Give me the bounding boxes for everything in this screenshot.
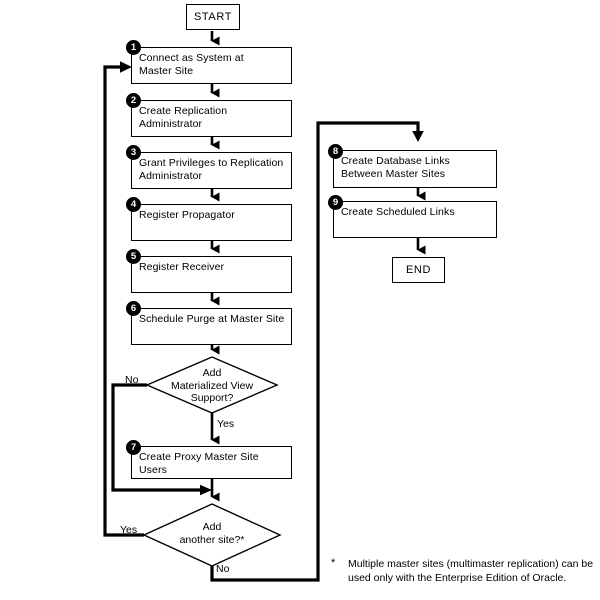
step-badge-8: 8: [328, 144, 343, 159]
process-box-6-label: Schedule Purge at Master Site: [139, 313, 285, 325]
process-box-3-label: Grant Privileges to Replication Administ…: [139, 157, 284, 182]
connector-group-vertical: [210, 31, 426, 502]
step-badge-4: 4: [126, 197, 141, 212]
process-box-5-label: Register Receiver: [139, 261, 225, 273]
connector-decision2-no-arrowhead: [412, 131, 424, 142]
connector-decision1-no-branch: [111, 383, 200, 492]
process-box-7: Create Proxy Master Site Users: [131, 446, 292, 479]
footnote-text: Multiple master sites (multimaster repli…: [348, 558, 594, 584]
process-box-4-label: Register Propagator: [139, 209, 235, 221]
terminator-start-label: START: [193, 11, 233, 23]
process-box-3: Grant Privileges to Replication Administ…: [131, 152, 292, 189]
process-box-9-label: Create Scheduled Links: [341, 206, 455, 218]
step-badge-5: 5: [126, 249, 141, 264]
edge-label-decision1-no: No: [125, 374, 139, 386]
decision-2-label: Add another site?*: [179, 521, 245, 546]
step-badge-2: 2: [126, 93, 141, 108]
process-box-6: Schedule Purge at Master Site: [131, 308, 292, 345]
process-box-2: Create Replication Administrator: [131, 100, 292, 137]
step-badge-9: 9: [328, 195, 343, 210]
connector-decision2-no-to-8: [210, 121, 420, 582]
step-badge-3: 3: [126, 145, 141, 160]
step-badge-7: 7: [126, 440, 141, 455]
process-box-5: Register Receiver: [131, 256, 292, 293]
process-box-4: Register Propagator: [131, 204, 292, 241]
terminator-end: END: [392, 257, 445, 283]
process-box-9: Create Scheduled Links: [333, 201, 497, 238]
edge-label-decision2-no: No: [216, 563, 230, 575]
connector-decision1-no-arrowhead: [200, 484, 212, 496]
process-box-2-label: Create Replication Administrator: [139, 105, 228, 130]
process-box-1: Connect as System at Master Site: [131, 47, 292, 84]
process-box-8: Create Database Links Between Master Sit…: [333, 150, 497, 188]
terminator-start: START: [186, 4, 240, 30]
connector-decision2-yes-arrowhead: [120, 61, 132, 73]
process-box-1-label: Connect as System at Master Site: [139, 52, 244, 77]
process-box-8-label: Create Database Links Between Master Sit…: [341, 155, 450, 180]
connector-decision2-yes-loopback: [103, 65, 144, 537]
edge-label-decision1-yes: Yes: [217, 418, 235, 430]
step-badge-6: 6: [126, 301, 141, 316]
step-badge-1: 1: [126, 40, 141, 55]
process-box-7-label: Create Proxy Master Site Users: [139, 451, 259, 476]
edge-label-decision2-yes: Yes: [120, 524, 138, 536]
footnote-marker: *: [331, 557, 336, 569]
decision-1-label: Add Materialized View Support?: [170, 367, 254, 404]
terminator-end-label: END: [405, 264, 432, 276]
